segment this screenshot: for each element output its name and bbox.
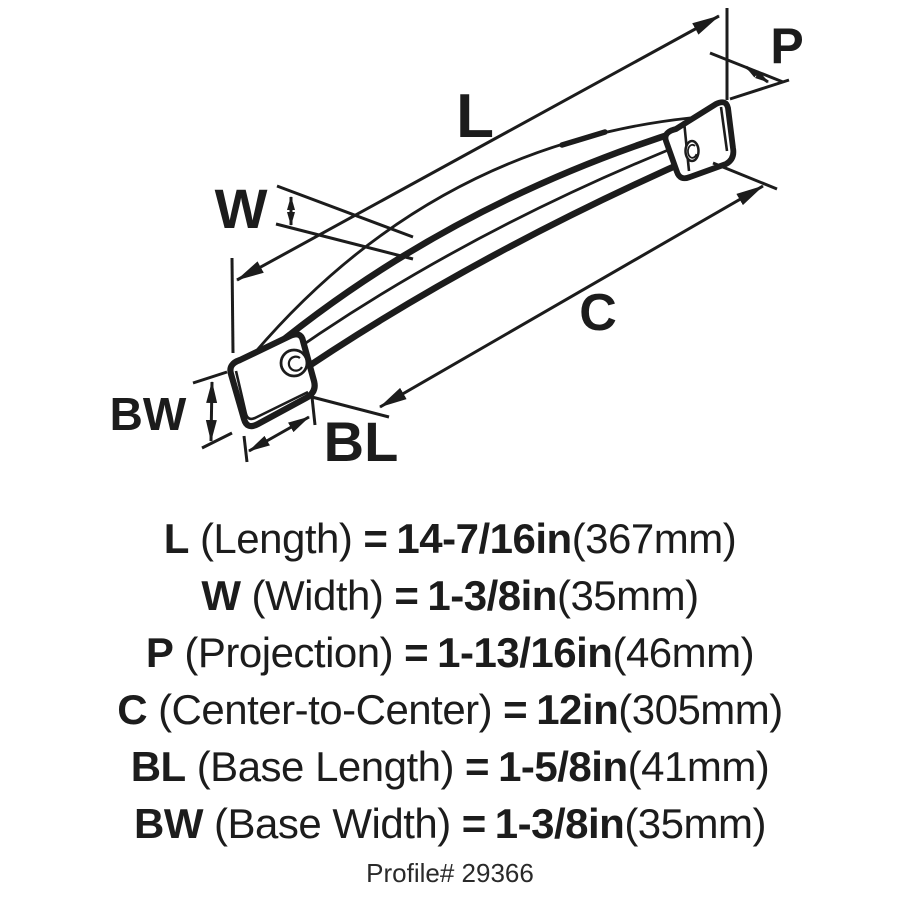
projection-extension-lower xyxy=(729,78,790,101)
dim-symbol: C xyxy=(117,686,148,733)
dim-metric: (305mm) xyxy=(618,686,783,733)
handle-diagram-svg: L W P C BL BW xyxy=(110,8,804,473)
left-screw-swirl xyxy=(287,355,303,372)
base-width-dimension-arrow xyxy=(205,381,218,442)
dimension-row-base-width: BW(Base Width)=1-3/8in(35mm) xyxy=(0,795,900,852)
dimension-row-length: L(Length)=14-7/16in(367mm) xyxy=(0,510,900,567)
center-extension-left xyxy=(307,394,390,419)
dim-value: 14-7/16in xyxy=(396,515,572,562)
dim-metric: (46mm) xyxy=(612,629,755,676)
dim-metric: (41mm) xyxy=(627,743,770,790)
dimension-row-width: W(Width)=1-3/8in(35mm) xyxy=(0,567,900,624)
base-length-dimension-arrow xyxy=(248,415,310,453)
dimension-lines xyxy=(192,8,790,463)
dimension-list: L(Length)=14-7/16in(367mm) W(Width)=1-3/… xyxy=(0,510,900,852)
center-dimension-arrow xyxy=(379,184,764,409)
base-length-tick-right xyxy=(310,396,317,426)
dim-symbol: W xyxy=(201,572,241,619)
dim-name: (Base Length) xyxy=(196,743,455,790)
dimension-row-base-length: BL(Base Length)=1-5/8in(41mm) xyxy=(0,738,900,795)
label-base-length: BL xyxy=(324,410,399,473)
dim-equals: = xyxy=(503,686,528,733)
dim-equals: = xyxy=(394,572,419,619)
profile-number: Profile# 29366 xyxy=(366,858,534,888)
dim-name: (Center-to-Center) xyxy=(158,686,493,733)
base-width-tick-top xyxy=(192,370,228,385)
projection-dimension-arrow xyxy=(745,65,769,84)
left-foot-outline xyxy=(227,331,318,430)
label-base-width: BW xyxy=(110,388,187,440)
dim-value: 1-5/8in xyxy=(498,743,628,790)
label-center: C xyxy=(579,284,617,342)
width-extension-lower xyxy=(275,222,414,261)
dim-equals: = xyxy=(465,743,490,790)
dim-equals: = xyxy=(363,515,388,562)
dim-equals: = xyxy=(461,800,487,847)
dimension-row-center-to-center: C(Center-to-Center)=12in(305mm) xyxy=(0,681,900,738)
dim-value: 12in xyxy=(536,686,619,733)
dim-name: (Projection) xyxy=(184,629,394,676)
handle-diagram: L W P C BL BW xyxy=(110,8,804,473)
length-extension-left xyxy=(230,257,235,354)
dim-equals: = xyxy=(404,629,429,676)
dim-value: 1-3/8in xyxy=(494,800,625,847)
dim-symbol: P xyxy=(145,629,174,676)
base-length-tick-left xyxy=(242,435,249,463)
dim-symbol: L xyxy=(163,515,190,562)
label-width: W xyxy=(215,177,268,240)
dim-metric: (367mm) xyxy=(571,515,737,562)
left-foot xyxy=(227,331,318,430)
dim-value: 1-3/8in xyxy=(427,572,557,619)
dim-value: 1-13/16in xyxy=(437,629,613,676)
label-projection: P xyxy=(770,18,803,74)
handle-bar-highlight-dash xyxy=(559,129,608,148)
dim-name: (Base Width) xyxy=(213,800,451,847)
dim-symbol: BL xyxy=(130,743,187,790)
dim-metric: (35mm) xyxy=(624,800,766,847)
base-width-tick-bottom xyxy=(201,431,233,450)
handle-bar-mid-edge xyxy=(257,136,700,378)
dim-symbol: BW xyxy=(134,800,203,847)
dim-name: (Length) xyxy=(199,515,353,562)
handle-bar-upper-face-edge xyxy=(250,122,700,368)
right-foot-inner-right-edge xyxy=(719,106,729,152)
left-screw-icon xyxy=(279,348,309,378)
center-extension-right xyxy=(712,161,778,191)
width-extension-upper xyxy=(276,184,414,239)
dimension-row-projection: P(Projection)=1-13/16in(46mm) xyxy=(0,624,900,681)
dim-name: (Width) xyxy=(251,572,384,619)
dim-metric: (35mm) xyxy=(556,572,699,619)
label-length: L xyxy=(456,82,494,151)
